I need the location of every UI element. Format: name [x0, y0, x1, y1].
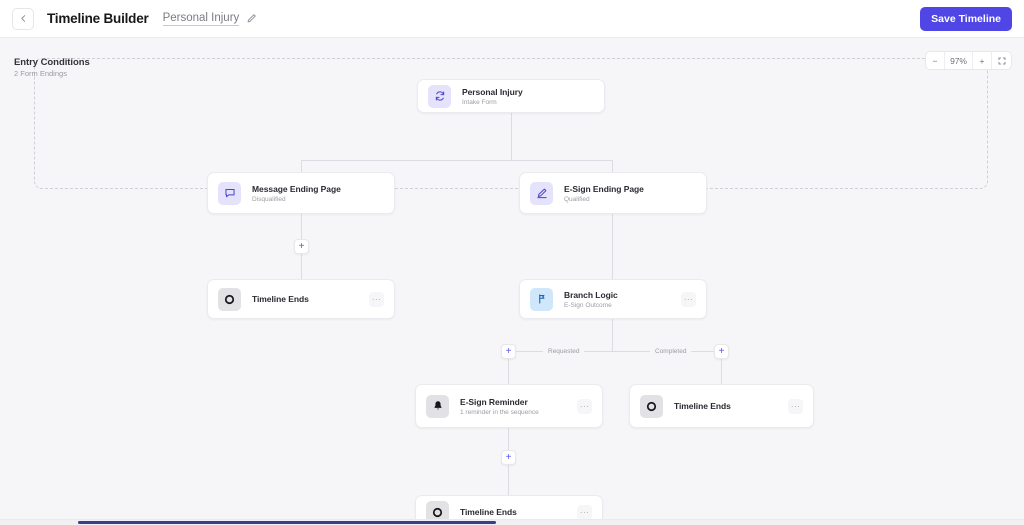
- add-node-button-completed-branch[interactable]: +: [714, 344, 729, 359]
- edge-to-message-ending: [301, 160, 302, 172]
- node-subtitle: E-Sign Outcome: [564, 301, 612, 309]
- edge-branch-down: [612, 319, 613, 351]
- node-message-ending-page[interactable]: Message Ending Page Disqualified: [207, 172, 395, 214]
- node-esign-ending-page[interactable]: E-Sign Ending Page Qualified: [519, 172, 707, 214]
- app-header: Timeline Builder Personal Injury Save Ti…: [0, 0, 1024, 38]
- node-menu-button[interactable]: ···: [788, 398, 803, 414]
- add-node-button-requested-branch[interactable]: +: [501, 344, 516, 359]
- node-menu-button[interactable]: ···: [369, 291, 384, 307]
- stop-circle-icon: [426, 500, 449, 519]
- document-name-link[interactable]: Personal Injury: [162, 11, 240, 26]
- node-intake-form[interactable]: Personal Injury Intake Form: [417, 79, 605, 113]
- zoom-controls: − 97% +: [925, 51, 1012, 70]
- branch-label-requested: Requested: [543, 348, 585, 355]
- pencil-icon[interactable]: [246, 13, 257, 24]
- node-title: Personal Injury: [462, 86, 523, 97]
- bell-icon: [426, 394, 449, 418]
- node-timeline-ends-right[interactable]: Timeline Ends ···: [629, 384, 814, 428]
- node-subtitle: Intake Form: [462, 98, 497, 106]
- branch-fork-icon: [530, 287, 553, 311]
- save-timeline-button[interactable]: Save Timeline: [920, 6, 1012, 31]
- entry-conditions-group: [34, 58, 988, 189]
- zoom-in-button[interactable]: +: [973, 52, 992, 69]
- zoom-level-label: 97%: [945, 52, 973, 69]
- node-branch-logic[interactable]: Branch Logic E-Sign Outcome ···: [519, 279, 707, 319]
- message-bubble-icon: [218, 181, 241, 205]
- timeline-canvas[interactable]: − 97% + Entry Conditions 2 Form Endings …: [0, 38, 1024, 519]
- add-node-button-after-reminder[interactable]: +: [501, 450, 516, 465]
- node-menu-button[interactable]: ···: [577, 398, 592, 414]
- node-subtitle: 1 reminder in the sequence: [460, 408, 539, 416]
- horizontal-scrollbar-thumb[interactable]: [78, 521, 496, 524]
- node-timeline-ends-left[interactable]: Timeline Ends ···: [207, 279, 395, 319]
- edge-branch-horizontal: [508, 351, 721, 352]
- stop-circle-icon: [218, 287, 241, 311]
- edge-branch-left-down: [508, 351, 509, 384]
- node-title: Timeline Ends: [460, 507, 517, 517]
- edge-split-horizontal: [301, 160, 612, 161]
- node-menu-button[interactable]: ···: [577, 504, 592, 519]
- edge-branch-right-down: [721, 351, 722, 384]
- edge-intake-down: [511, 113, 512, 160]
- stop-circle-icon: [640, 394, 663, 418]
- node-title: E-Sign Reminder: [460, 396, 528, 407]
- node-menu-button[interactable]: ···: [681, 291, 696, 307]
- edge-esign-to-branch: [612, 214, 613, 279]
- node-timeline-ends-bottom[interactable]: Timeline Ends ···: [415, 495, 603, 519]
- node-esign-reminder[interactable]: E-Sign Reminder 1 reminder in the sequen…: [415, 384, 603, 428]
- zoom-out-button[interactable]: −: [926, 52, 945, 69]
- add-node-button-left-branch[interactable]: +: [294, 239, 309, 254]
- edge-to-esign-ending: [612, 160, 613, 172]
- branch-label-completed: Completed: [650, 348, 692, 355]
- node-title: Branch Logic: [564, 289, 618, 300]
- horizontal-scrollbar-track[interactable]: [0, 519, 1024, 525]
- expand-icon[interactable]: [992, 52, 1011, 69]
- node-subtitle: Qualified: [564, 195, 590, 203]
- node-title: Timeline Ends: [252, 294, 309, 304]
- arrow-left-icon: [19, 14, 28, 23]
- node-title: Message Ending Page: [252, 183, 341, 194]
- entry-conditions-subtitle: 2 Form Endings: [14, 69, 67, 78]
- entry-conditions-title: Entry Conditions: [14, 57, 90, 68]
- signature-pen-icon: [530, 181, 553, 205]
- node-title: Timeline Ends: [674, 401, 731, 411]
- node-subtitle: Disqualified: [252, 195, 286, 203]
- node-title: E-Sign Ending Page: [564, 183, 644, 194]
- refresh-cycle-icon: [428, 84, 451, 108]
- page-title: Timeline Builder: [47, 11, 149, 26]
- back-button[interactable]: [12, 7, 34, 30]
